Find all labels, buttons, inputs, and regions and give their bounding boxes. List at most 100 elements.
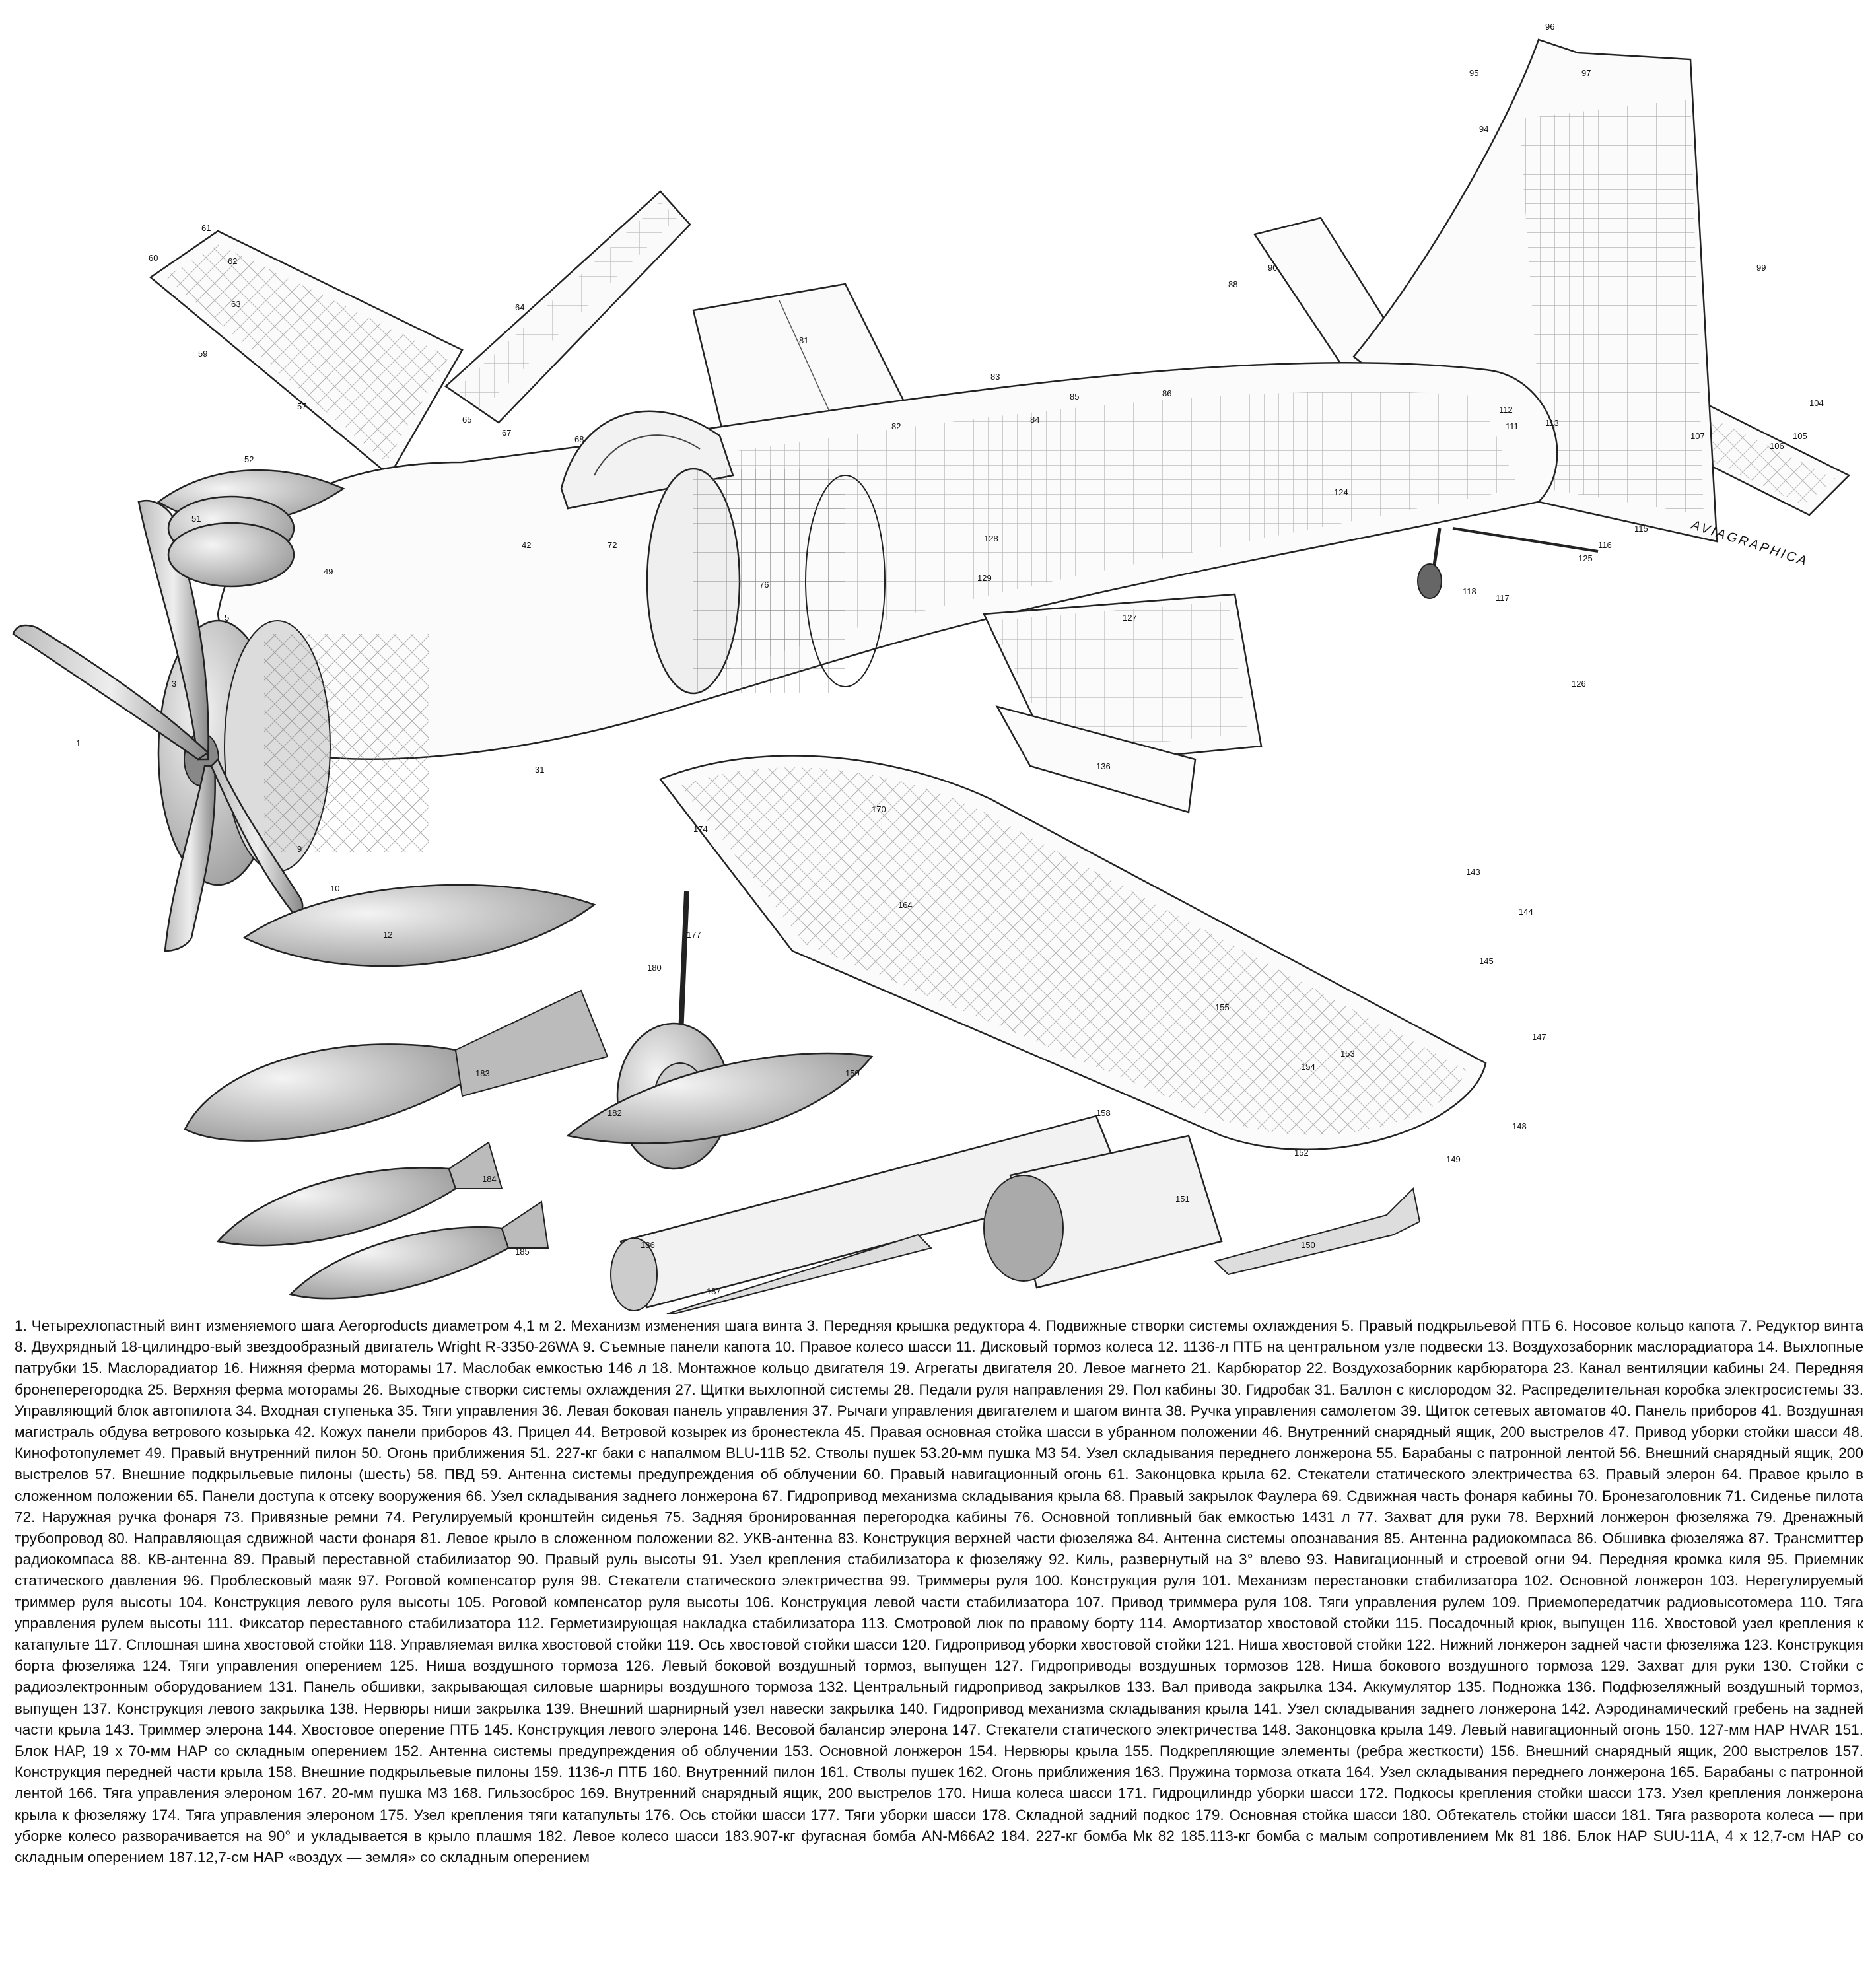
legend-item: 82. УКВ-антенна [717,1530,838,1547]
legend-item: 114. Амортизатор хвостовой стойки [1139,1615,1395,1632]
legend-item: 55. Барабаны с патронной лентой [1376,1445,1620,1462]
callout-number: 84 [1030,415,1039,425]
legend-item: 177. Тяги уборки шасси [810,1806,982,1823]
callout-number: 115 [1634,524,1648,534]
legend-item: 118. Управляемая вилка хвостовой стойки [368,1636,666,1653]
legend-item: 52. Стволы пушек [790,1445,921,1462]
legend-item: 181. Тяга разворота колеса — при уборке … [15,1806,1863,1844]
legend-item: 9. Съемные панели капота [582,1338,775,1356]
callout-number: 1 [76,738,81,748]
legend-item: 34. Входная ступенька [236,1402,398,1419]
legend-item: 96. Проблесковый маяк [183,1572,359,1589]
callout-number: 106 [1770,441,1784,451]
legend-item: 139. Внешний шарнирный узел навески закр… [545,1700,899,1717]
legend-item: 10. Правое колесо шасси [775,1338,956,1356]
rocket-hvar [1214,1187,1421,1276]
callout-number: 12 [383,930,392,940]
legend-item: 33. Управляющий блок автопилота [15,1381,1863,1419]
legend-item: 144. Хвостовое оперение ПТБ [267,1721,484,1738]
legend-item: 89. Правый переставной стабилизатор [234,1551,518,1568]
legend-item: 3. Передняя крышка редуктора [806,1317,1029,1334]
callout-number: 65 [462,415,471,425]
legend-item: 36. Левая боковая панель управления [541,1402,812,1419]
callout-number: 127 [1123,613,1137,623]
callout-number: 118 [1463,586,1476,596]
legend-item: 62. Стекатели статического электричества [1270,1466,1579,1483]
callout-number: 57 [297,401,306,411]
callout-number: 10 [330,884,339,893]
callout-number: 107 [1690,431,1705,441]
legend-item: 79. Дренажный трубопровод [15,1508,1863,1547]
legend-item: 59. Антенна системы предупреждения об об… [481,1466,864,1483]
legend-item: 160. Внутренний пилон [652,1764,820,1781]
legend-item: 12. 1136-л ПТБ на центральном узле подве… [1157,1338,1488,1356]
legend-item: 65. Панели доступа к отсеку вооружения [177,1487,466,1504]
legend-item: 51. 227-кг баки с напалмом BLU-11B [530,1445,790,1462]
callout-number: 90 [1268,263,1277,273]
belly-air-brake [995,705,1197,814]
rocket-pod-suu-11a [610,1115,1124,1311]
legend-item: 91. Узел крепления стабилизатора к фюзел… [702,1551,1049,1568]
legend-item: 159. 1136-л ПТБ [534,1764,652,1781]
legend-item: 187.12,7-см НАР «воздух — земля» со скла… [168,1849,590,1866]
legend-item: 157. Конструкция передней части крыла [15,1743,1863,1781]
callout-number: 180 [647,963,662,973]
callout-number: 154 [1301,1062,1315,1072]
legend-item: 164. Узел складывания переднего лонжерон… [1346,1764,1670,1781]
callout-number: 83 [990,372,1000,382]
legend-item: 20. Левое магнето [1057,1360,1191,1377]
legend-item: 127. Гидроприводы воздушных тормозов [994,1657,1296,1675]
legend-item: 68. Правый закрылок Фаулера [1104,1487,1322,1504]
callout-number: 183 [475,1068,490,1078]
legend-item: 47. Привод уборки стойки шасси [1609,1424,1843,1441]
legend-item: 176. Ось стойки шасси [645,1806,811,1823]
legend-item: 170. Ниша колеса шасси [937,1785,1118,1802]
legend-item: 105. Роговой компенсатор руля высоты [456,1593,746,1611]
legend-item: 122. Нижний лонжерон задней части фюзеля… [1406,1636,1744,1653]
legend-item: 161. Стволы пушек [819,1764,958,1781]
callout-number: 81 [799,335,808,345]
callout-number: 128 [984,534,998,543]
legend-item: 183.907-кг фугасная бомба AN-M66A2 [724,1827,1001,1844]
callout-number: 94 [1479,124,1488,134]
legend-item: 85. Антенна радиокомпаса [1383,1530,1577,1547]
legend-item: 113. Смотровой люк по правому борту [860,1615,1140,1632]
legend-item: 23. Канал вентиляции кабины [1553,1360,1770,1377]
legend-item: 129. Захват для руки [1600,1657,1763,1675]
legend-item: 169. Внутренний снарядный ящик, 200 выст… [579,1785,938,1802]
callout-number: 158 [1096,1108,1111,1118]
callout-number: 63 [231,299,240,309]
legend-item: 173. Узел крепления лонжерона крыла к фю… [15,1785,1863,1823]
legend-item: 49. Правый внутренний пилон [145,1445,362,1462]
legend-item: 110. Тяга управления рулем высоты [15,1593,1863,1632]
legend-item: 107. Привод триммера руля [1075,1593,1284,1611]
legend-item: 98. Стекатели статического электричества [580,1572,890,1589]
watermark-text: AVIAGRAPHICA [1689,518,1811,569]
legend-item: 11. Дисковый тормоз колеса [955,1338,1158,1356]
legend-text: 1. Четырехлопастный винт изменяемого шаг… [15,1315,1863,1976]
legend-item: 131. Панель обшивки, закрывающая силовые… [268,1679,819,1696]
callout-number: 95 [1469,68,1478,78]
legend-item: 53.20-мм пушка М3 [920,1445,1061,1462]
legend-item: 44. Ветровой козырек из бронестекла [574,1424,845,1441]
tail-wheel [1417,528,1442,599]
legend-item: 185.113-кг бомба с малым сопротивлением … [1180,1827,1543,1844]
main-fuel-tank [646,468,886,695]
legend-item: 5. Правый подкрыльевой ПТБ [1341,1317,1556,1334]
legend-item: 50. Огонь приближения [361,1445,530,1462]
legend-item: 40. Панель приборов [1610,1402,1762,1419]
legend-item: 28. Педали руля направления [893,1381,1108,1398]
legend-item: 72. Наружная ручка фонаря [15,1508,224,1525]
callout-number: 67 [502,428,511,438]
callout-number: 170 [872,804,886,814]
callout-number: 125 [1578,553,1593,563]
bomb-an-m66a2 [184,989,609,1142]
left-drop-tank [566,1052,874,1144]
callout-number: 49 [324,567,333,576]
legend-item: 2. Механизм изменения шага винта [553,1317,807,1334]
legend-item: 69. Сдвижная часть фонаря кабины [1321,1487,1577,1504]
legend-item: 14. Выхлопные патрубки [15,1338,1863,1377]
legend-item: 135. Подножка [1457,1679,1567,1696]
legend-item: 21. Карбюратор [1191,1360,1307,1377]
